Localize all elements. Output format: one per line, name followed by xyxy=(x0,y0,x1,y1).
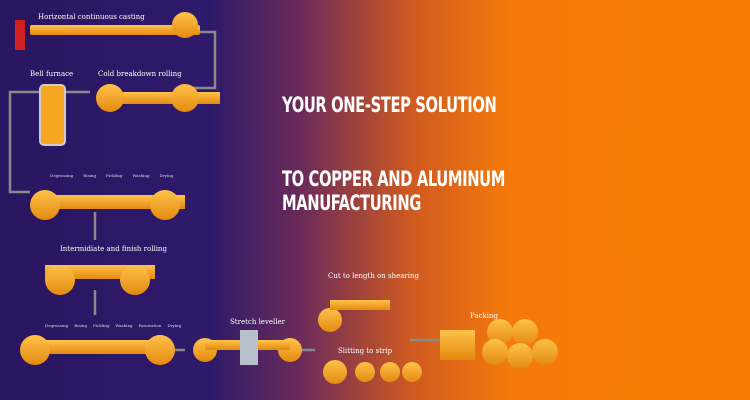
headline-line1: YOUR ONE-STEP SOLUTION xyxy=(282,93,497,117)
step: Washing xyxy=(132,173,150,178)
line1-steps: Degreasing Rising Pickling Washing Dryin… xyxy=(50,173,173,178)
label-casting: Horizontal continuous casting xyxy=(38,13,145,21)
label-slit: Slitting to strip xyxy=(338,347,393,355)
label-cut: Cut to length on shearing xyxy=(328,272,420,280)
label-bell-furnace: Bell furnace xyxy=(30,70,74,78)
line2-steps: Degreasing Rising Pickling Washing Passi… xyxy=(45,323,181,328)
step: Pickling xyxy=(93,323,110,328)
casting-furnace-icon xyxy=(15,20,25,50)
step: Rising xyxy=(83,173,97,178)
step: Passivation xyxy=(138,323,162,328)
headline-line2: TO COPPER AND ALUMINUM MANUFACTURING xyxy=(282,167,506,215)
label-breakdown: Cold breakdown rolling xyxy=(98,70,182,78)
step: Rising xyxy=(74,323,88,328)
stretch-leveller-icon xyxy=(240,330,258,365)
label-packing: Packing xyxy=(470,312,498,320)
step: Degreasing xyxy=(45,323,69,328)
coils xyxy=(20,12,558,384)
label-stretch: Stretch leveller xyxy=(230,318,286,326)
step: Drying xyxy=(167,323,182,328)
step: Drying xyxy=(159,173,174,178)
label-intermediate: Intermidiate and finish rolling xyxy=(60,245,167,253)
bell-furnace-icon xyxy=(39,84,66,146)
step: Pickling xyxy=(106,173,123,178)
step: Washing xyxy=(115,323,133,328)
step: Degreasing xyxy=(50,173,74,178)
